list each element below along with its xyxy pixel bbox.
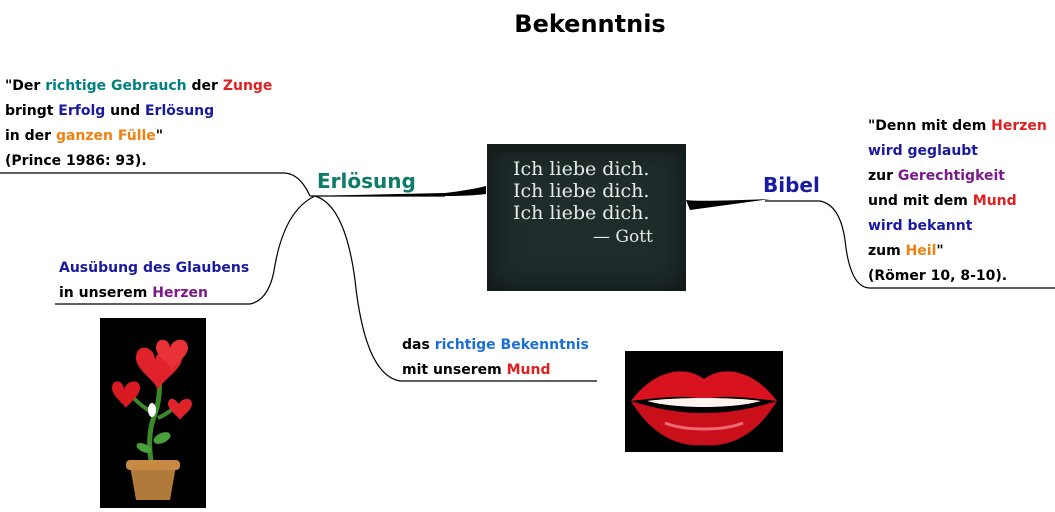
branch-label-erloesung: Erlösung (317, 169, 416, 193)
text-segment: ganzen Fülle (55, 128, 156, 144)
confession-line-2: mit unserem Mund (402, 358, 589, 383)
connector-bibel (765, 200, 1055, 289)
chalkboard-image: Ich liebe dich. Ich liebe dich. Ich lieb… (487, 144, 686, 291)
text-segment: wird bekannt (868, 218, 973, 234)
quote-right-line-2: wird geglaubt (868, 139, 1047, 164)
quote-right-line-3: zur Gerechtigkeit (868, 164, 1047, 189)
text-segment: bringt (5, 103, 59, 119)
text-segment: "Der (5, 78, 46, 94)
text-segment: Erlösung (144, 103, 215, 119)
text-segment: wird geglaubt (868, 143, 978, 159)
page-title: Bekenntnis (514, 10, 666, 38)
branch-label-bibel: Bibel (763, 173, 820, 197)
quote-right: "Denn mit dem Herzen wird geglaubt zur G… (868, 114, 1047, 289)
text-segment: Erfolg (58, 103, 106, 119)
heart-flower-image (100, 318, 206, 508)
text-segment: zur (868, 168, 898, 184)
text-segment: (Römer 10, 8-10). (868, 268, 1008, 284)
text-segment: mit unserem (402, 362, 507, 378)
connector-faith (55, 195, 316, 305)
text-segment: und (105, 103, 145, 119)
text-segment: Mund (972, 193, 1017, 209)
quote-right-line-7: (Römer 10, 8-10). (868, 264, 1047, 289)
quote-left-line-2: bringt Erfolg und Erlösung (5, 99, 272, 124)
text-segment: der (186, 78, 223, 94)
text-segment: in der (5, 128, 56, 144)
connector-quote-left (0, 172, 311, 197)
quote-left-line-1: "Der richtige Gebrauch der Zunge (5, 74, 272, 99)
connector-center-right (686, 199, 770, 210)
quote-right-line-1: "Denn mit dem Herzen (868, 114, 1047, 139)
text-segment: richtige Gebrauch (45, 78, 187, 94)
text-segment: Herzen (152, 285, 208, 301)
quote-left: "Der richtige Gebrauch der Zunge bringt … (5, 74, 272, 174)
chalkboard-line-3: Ich liebe dich. (513, 202, 650, 224)
text-segment: Mund (506, 362, 551, 378)
chalkboard-signature: — Gott (593, 227, 653, 247)
text-segment: und mit dem (868, 193, 973, 209)
text-segment: Gerechtigkeit (897, 168, 1005, 184)
text-segment: "Denn mit dem (868, 118, 992, 134)
faith-note: Ausübung des Glaubens in unserem Herzen (59, 256, 249, 306)
text-segment: " (936, 243, 944, 259)
chalkboard-line-2: Ich liebe dich. (513, 180, 650, 202)
confession-line-1: das richtige Bekenntnis (402, 333, 589, 358)
quote-left-line-4: (Prince 1986: 93). (5, 149, 272, 174)
chalkboard-line-1: Ich liebe dich. (513, 158, 650, 180)
text-segment: Heil (905, 243, 937, 259)
text-segment: Zunge (222, 78, 273, 94)
text-segment: zum (868, 243, 906, 259)
text-segment: (Prince 1986: 93). (5, 153, 147, 169)
connector-center-left (310, 186, 486, 196)
quote-right-line-6: zum Heil" (868, 239, 1047, 264)
quote-right-line-5: wird bekannt (868, 214, 1047, 239)
lips-image (625, 351, 783, 452)
connector-confession (314, 195, 597, 382)
quote-left-line-3: in der ganzen Fülle" (5, 124, 272, 149)
text-segment: richtige Bekenntnis (434, 337, 589, 353)
faith-line-2: in unserem Herzen (59, 281, 249, 306)
chalkboard-frame (487, 144, 686, 152)
faith-line-1: Ausübung des Glaubens (59, 256, 249, 281)
quote-right-line-4: und mit dem Mund (868, 189, 1047, 214)
text-segment: Ausübung des Glaubens (59, 260, 250, 276)
confession-note: das richtige Bekenntnis mit unserem Mund (402, 333, 589, 383)
text-segment: " (155, 128, 164, 144)
text-segment: in unserem (59, 285, 153, 301)
text-segment: Herzen (991, 118, 1047, 134)
text-segment: das (402, 337, 435, 353)
